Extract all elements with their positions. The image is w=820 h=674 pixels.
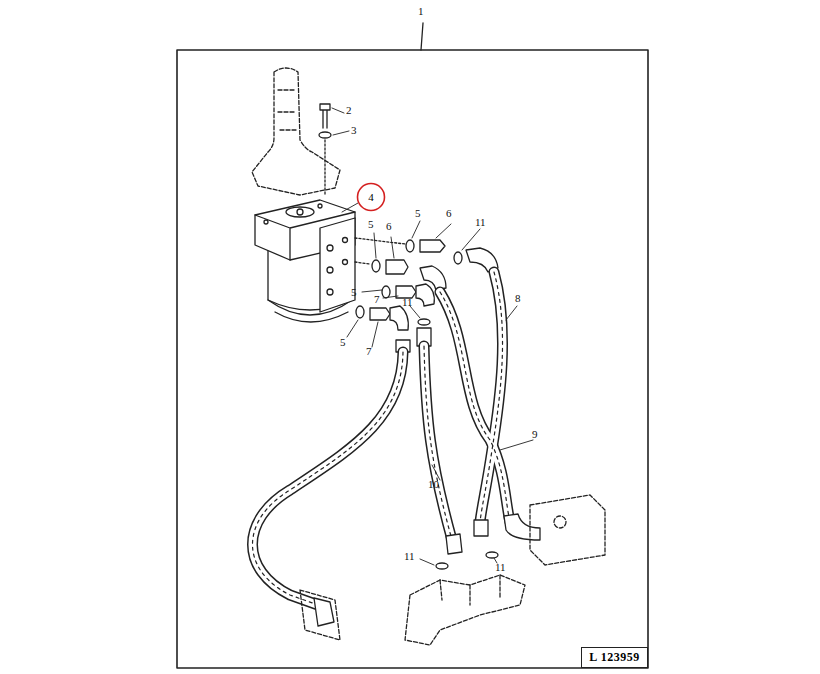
callout-number: 5 (340, 336, 346, 348)
leader-line (421, 23, 423, 50)
callout-number: 6 (446, 207, 452, 219)
callout-number: 7 (374, 293, 380, 305)
callout-number: 5 (368, 218, 374, 230)
bolt (320, 104, 330, 128)
callout-number: 3 (351, 124, 357, 136)
callout-number: 2 (346, 104, 352, 116)
callout-number: 8 (515, 292, 521, 304)
washer (319, 132, 331, 138)
callout-number: 4 (368, 191, 374, 203)
circle-outline (358, 184, 385, 211)
callout-number: 1 (418, 5, 424, 17)
callout-number: 11 (404, 550, 415, 562)
callout-number: 5 (351, 286, 357, 298)
callout-number: 9 (532, 428, 538, 440)
hoses (253, 272, 541, 626)
callout-number: 11 (402, 296, 413, 308)
callout-number: 7 (366, 345, 372, 357)
fittings (355, 238, 498, 352)
callout-number: 10 (428, 478, 439, 490)
phantom-parts (300, 495, 605, 645)
callout-number: 5 (415, 207, 421, 219)
leader-lines (332, 108, 533, 565)
callout-number: 11 (495, 561, 506, 573)
steering-column (252, 68, 340, 195)
highlight-circle: 4 (356, 182, 386, 212)
callout-number: 6 (386, 220, 392, 232)
drawing-number: L 123959 (589, 650, 639, 665)
frame (177, 50, 648, 668)
drawing-number-box: L 123959 (581, 647, 648, 668)
callout-number: 11 (475, 216, 486, 228)
steering-valve (255, 200, 355, 322)
